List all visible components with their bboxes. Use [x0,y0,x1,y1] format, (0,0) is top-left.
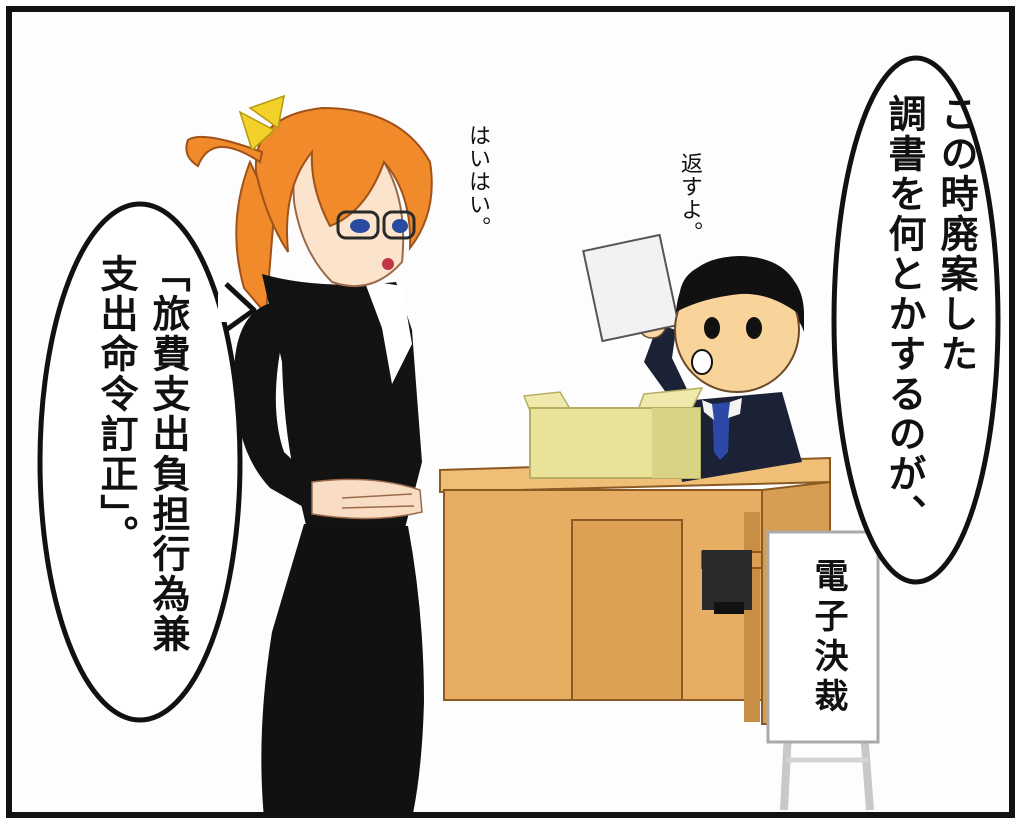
sign-board [766,530,880,811]
speech-bubble-left [37,201,257,723]
comic-panel: この時廃案した 調書を何とかするのが、 「旅費支出負担行為兼 支出命令訂正」。 … [6,6,1015,818]
woman-reply-text: はいはい。 [465,124,490,239]
cardboard-box [522,387,704,479]
speech-left-line-2: 支出命令訂正」。 [94,254,138,555]
speech-left-line-1: 「旅費支出負担行為兼 [146,254,190,654]
woman-figure [185,94,433,812]
speech-bubble-right [831,55,1001,585]
man-figure [582,233,804,614]
speech-right-line-1: この時廃案した [934,94,978,374]
scene-illustration [37,55,1001,812]
sign-label: 電子決裁 [808,558,848,718]
man-reply-text: 返すよ。 [677,152,702,244]
speech-right-line-2: 調書を何とかするのが、 [882,94,926,534]
